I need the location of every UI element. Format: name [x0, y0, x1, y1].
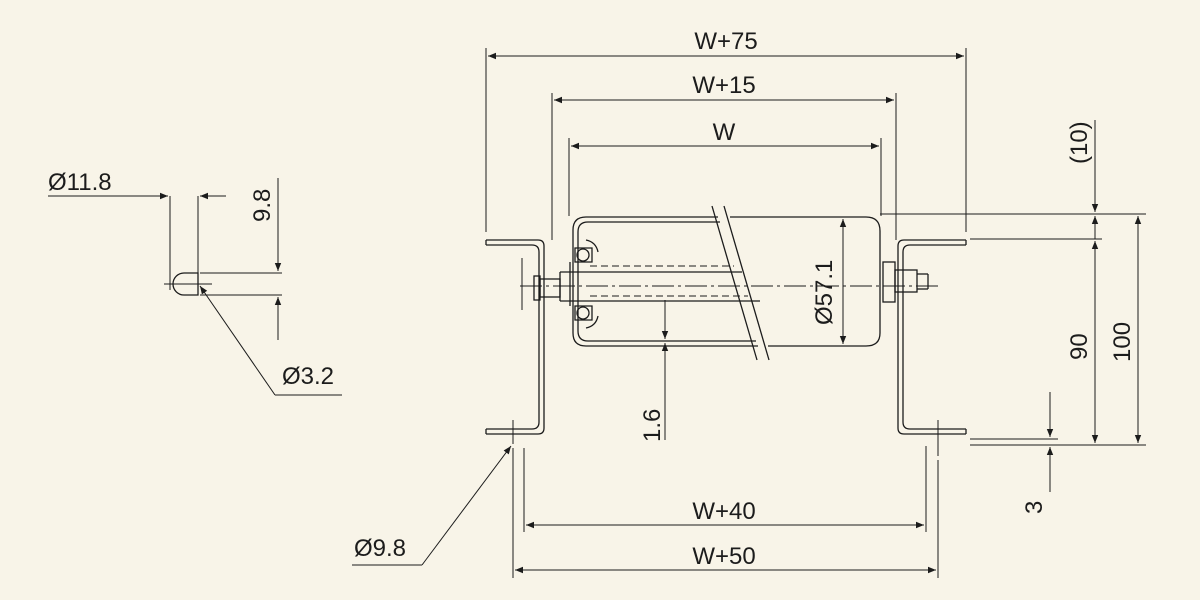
dimension-height-10: [880, 120, 1146, 240]
label-dia-57-1: Ø57.1: [811, 260, 838, 325]
label-dia-11-8: Ø11.8: [48, 169, 112, 196]
label-w75: W+75: [694, 28, 757, 55]
shaft-end-detail: [48, 178, 342, 396]
bearing-assembly: [569, 239, 599, 329]
dimension-height-90: [970, 241, 1102, 446]
label-w40: W+40: [692, 498, 755, 525]
label-height-3: 3: [1021, 501, 1048, 514]
dimension-w50: [512, 448, 939, 578]
label-w50: W+50: [692, 543, 755, 570]
label-w: W: [713, 119, 736, 146]
label-height-90: 90: [1066, 333, 1093, 360]
dimension-w75: [485, 48, 967, 232]
label-w15: W+15: [692, 72, 755, 99]
shaft: [533, 261, 929, 303]
label-thickness-1-6: 1.6: [639, 409, 666, 442]
dimension-w40: [523, 446, 927, 532]
dimension-height-3: [970, 392, 1058, 492]
label-hole-9-8: Ø9.8: [354, 535, 406, 562]
label-dia-3-2: Ø3.2: [282, 363, 334, 390]
dimension-height-100: [1102, 216, 1146, 446]
dimension-w: [568, 138, 882, 216]
roller-tube: [572, 205, 881, 361]
right-side-frame: [897, 239, 967, 456]
dimension-w15: [551, 93, 897, 240]
label-height-10: (10): [1066, 121, 1093, 164]
hole-leader: [352, 445, 512, 566]
left-side-frame: [485, 239, 545, 444]
label-height-9-8: 9.8: [249, 189, 276, 222]
label-height-100: 100: [1109, 322, 1136, 362]
